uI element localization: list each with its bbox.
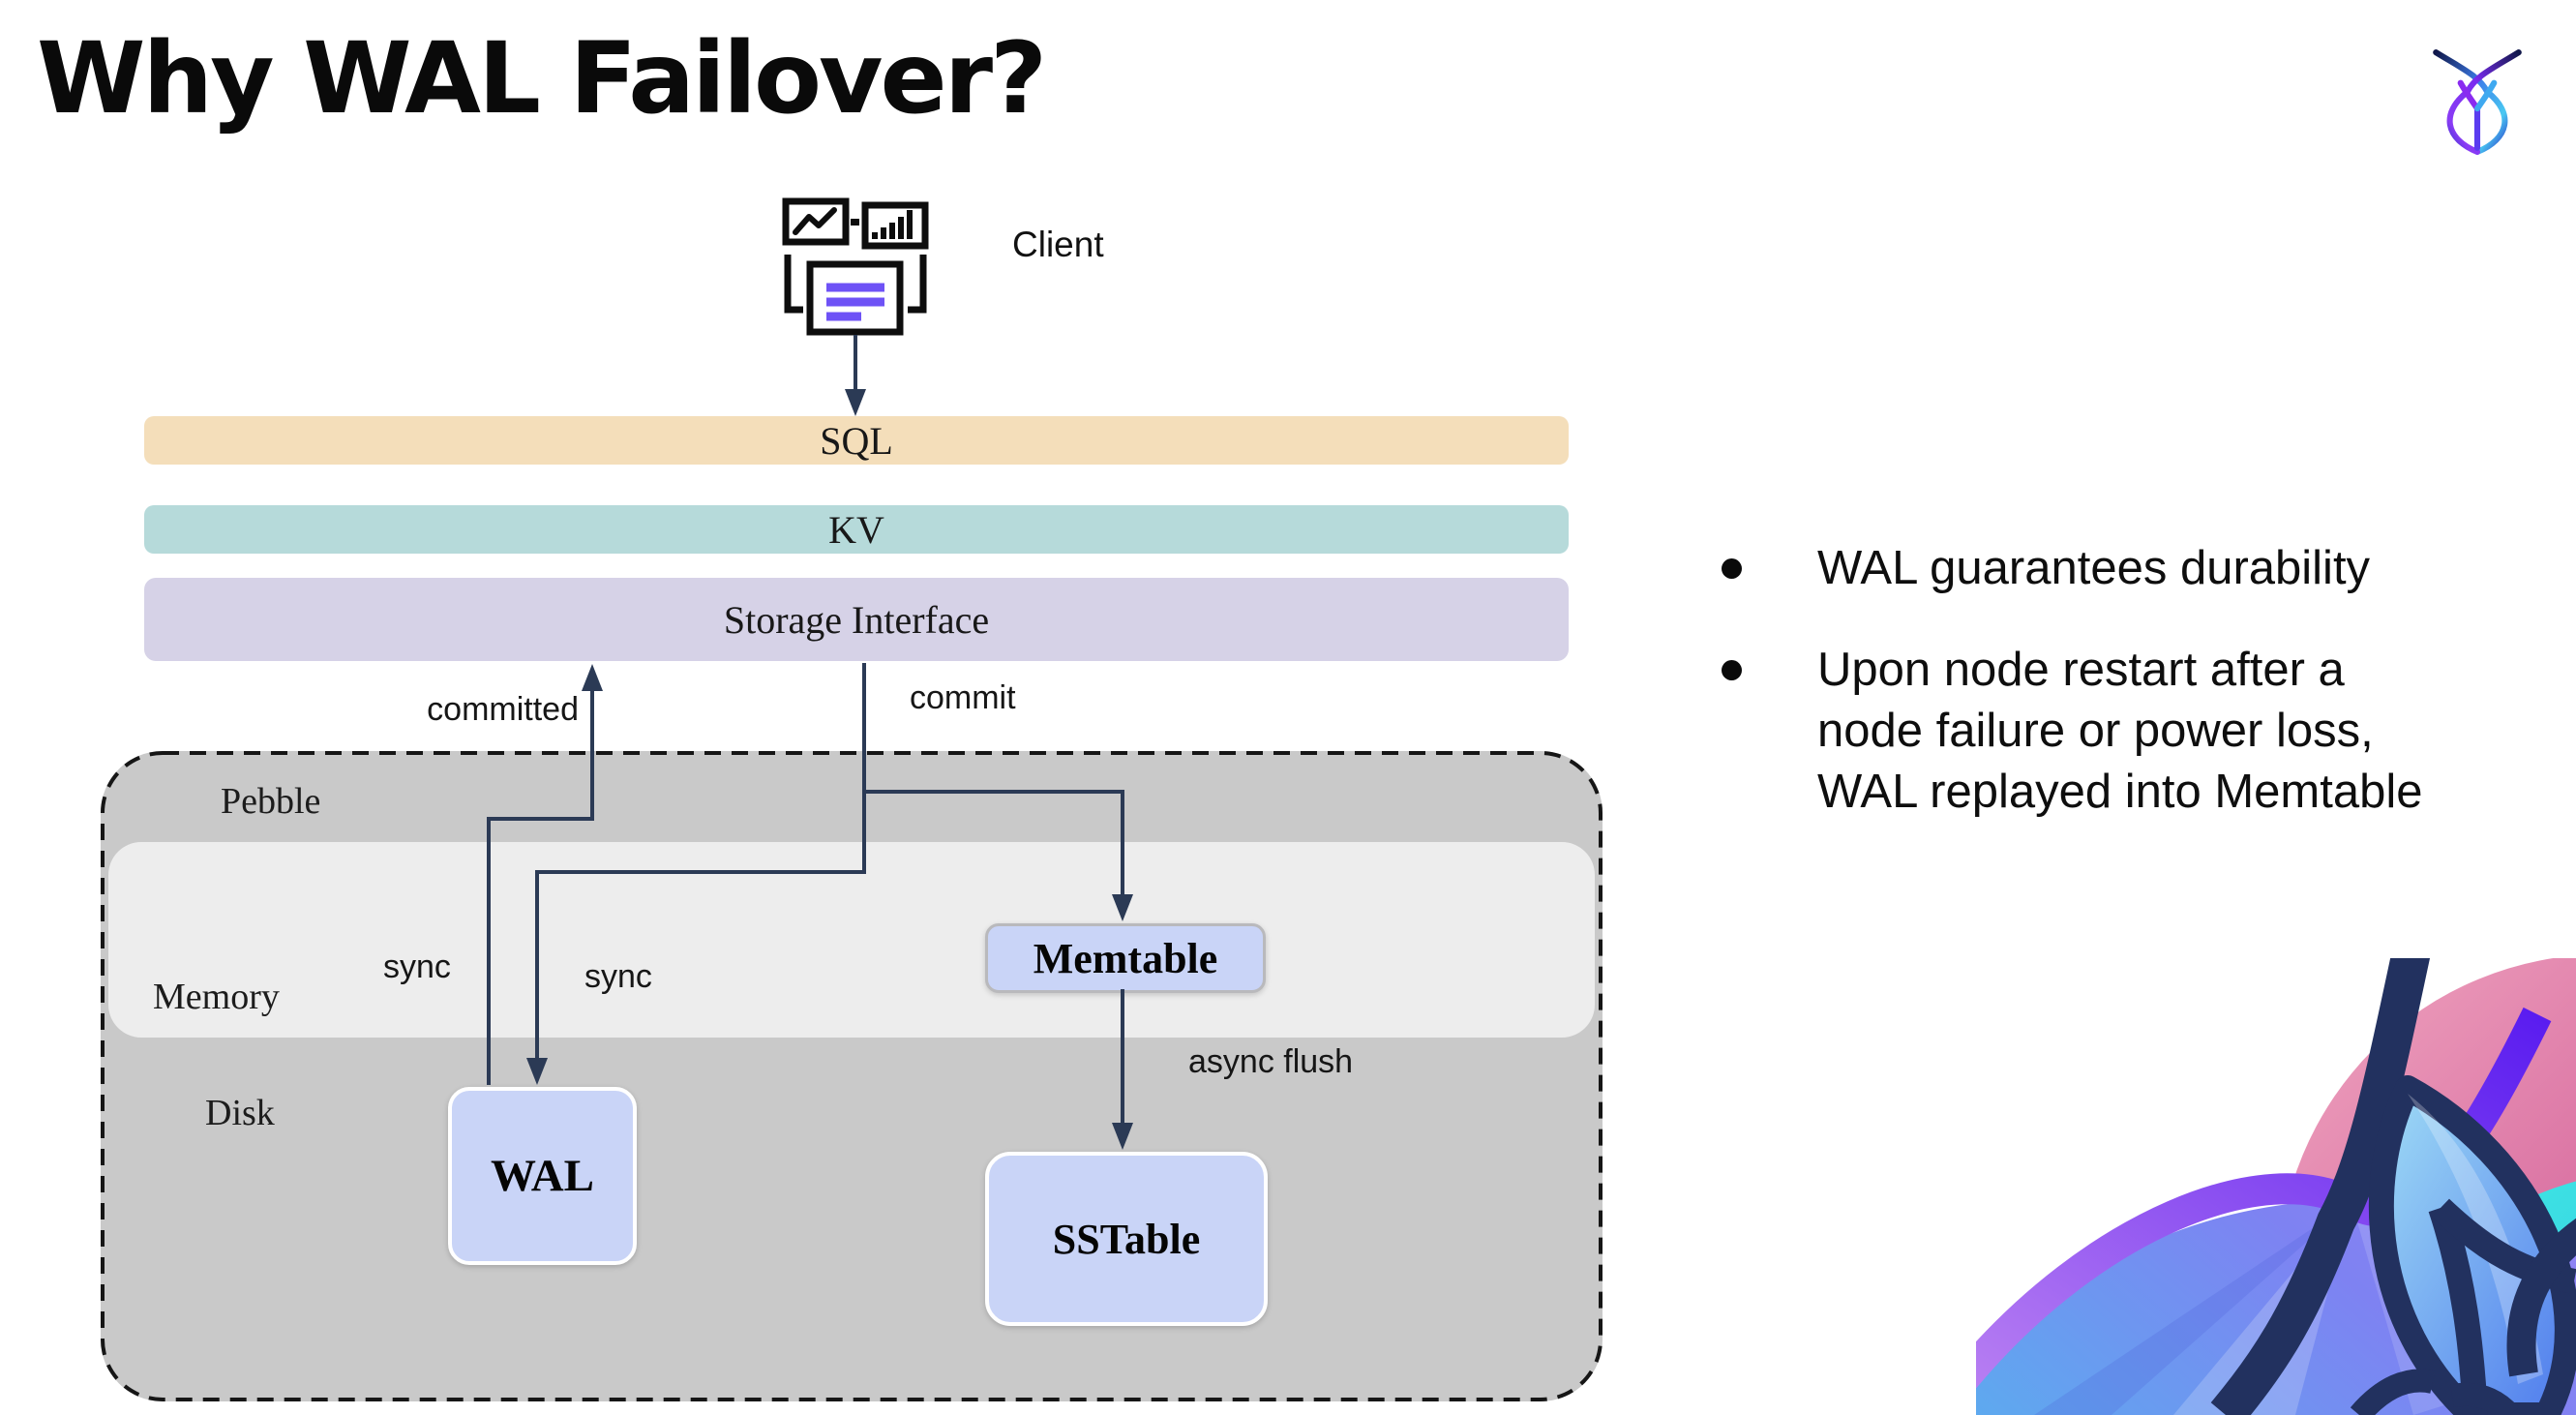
- bullet-list: WAL guarantees durability Upon node rest…: [1722, 538, 2573, 863]
- bullet-text: Upon node restart after a node failure o…: [1817, 644, 2423, 818]
- sstable-label: SSTable: [1052, 1215, 1201, 1263]
- client-icon: [782, 197, 929, 336]
- bullet-text: WAL guarantees durability: [1817, 542, 2371, 594]
- layer-storage-interface: Storage Interface: [144, 578, 1569, 661]
- async-flush-label: async flush: [1188, 1043, 1354, 1080]
- client-label: Client: [1012, 225, 1104, 264]
- memory-band: [108, 842, 1595, 1038]
- cockroachdb-logo-icon: [2433, 49, 2522, 155]
- cockroachdb-brand-art-icon: [1976, 958, 2576, 1415]
- disk-label: Disk: [205, 1093, 275, 1133]
- sync-right-label: sync: [584, 958, 652, 995]
- pebble-label: Pebble: [221, 781, 321, 822]
- page-title: Why WAL Failover?: [37, 21, 1047, 136]
- bullet-item: Upon node restart after a node failure o…: [1722, 640, 2573, 823]
- wal-box: WAL: [448, 1087, 637, 1265]
- layer-kv: KV: [144, 505, 1569, 554]
- arrowhead-committed: [582, 664, 603, 691]
- bullet-dot: [1722, 558, 1742, 579]
- memtable-label: Memtable: [1033, 934, 1218, 982]
- sync-left-label: sync: [383, 948, 451, 985]
- arrowhead-sql: [845, 389, 866, 416]
- commit-label: commit: [910, 679, 1016, 716]
- memtable-box: Memtable: [985, 923, 1266, 993]
- bullet-item: WAL guarantees durability: [1722, 538, 2573, 599]
- layer-storage-interface-label: Storage Interface: [723, 597, 990, 642]
- bullet-dot: [1722, 660, 1742, 680]
- dash-separator: [851, 219, 859, 226]
- sstable-box: SSTable: [985, 1152, 1268, 1326]
- layer-sql: SQL: [144, 416, 1569, 465]
- wal-label: WAL: [490, 1151, 595, 1201]
- layer-sql-label: SQL: [820, 418, 893, 463]
- layer-kv-label: KV: [828, 507, 884, 552]
- memory-label: Memory: [153, 977, 280, 1017]
- committed-label: committed: [427, 691, 579, 728]
